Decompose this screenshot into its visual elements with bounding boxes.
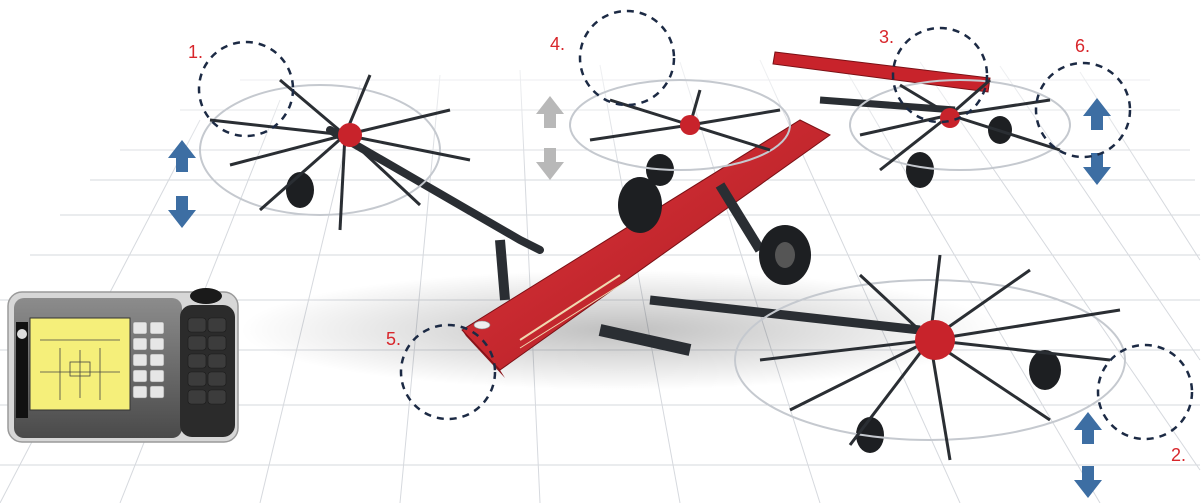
- control-terminal: [7, 288, 239, 443]
- up-down-arrow-icon: [168, 140, 196, 228]
- marker-label-4: 4.: [550, 34, 565, 54]
- sensor-zone-6: [1034, 61, 1132, 159]
- sensor-zone-1: [197, 40, 295, 138]
- rotor-left: [199, 74, 471, 231]
- terminal-knob: [190, 288, 222, 304]
- sensor-zone-3: [891, 26, 989, 124]
- sensor-zone-2: [1096, 343, 1194, 441]
- up-down-arrow-icon: [1074, 412, 1102, 498]
- terminal-keypad: [132, 321, 165, 399]
- main-frame: [286, 51, 1061, 453]
- rotor-rear-center: [569, 79, 791, 171]
- marker-label-5: 5.: [386, 329, 401, 349]
- rotor-right-front: [734, 254, 1126, 461]
- marker-label-2: 2.: [1171, 445, 1186, 465]
- marker-label-6: 6.: [1075, 36, 1090, 56]
- rotor-rear-right: [849, 78, 1071, 172]
- marker-label-1: 1.: [188, 42, 203, 62]
- sensor-zone-4: [578, 9, 676, 107]
- up-down-arrow-icon: [536, 96, 564, 180]
- sensor-zone-5: [399, 323, 497, 421]
- marker-label-3: 3.: [879, 27, 894, 47]
- up-down-arrow-icon: [1083, 98, 1111, 185]
